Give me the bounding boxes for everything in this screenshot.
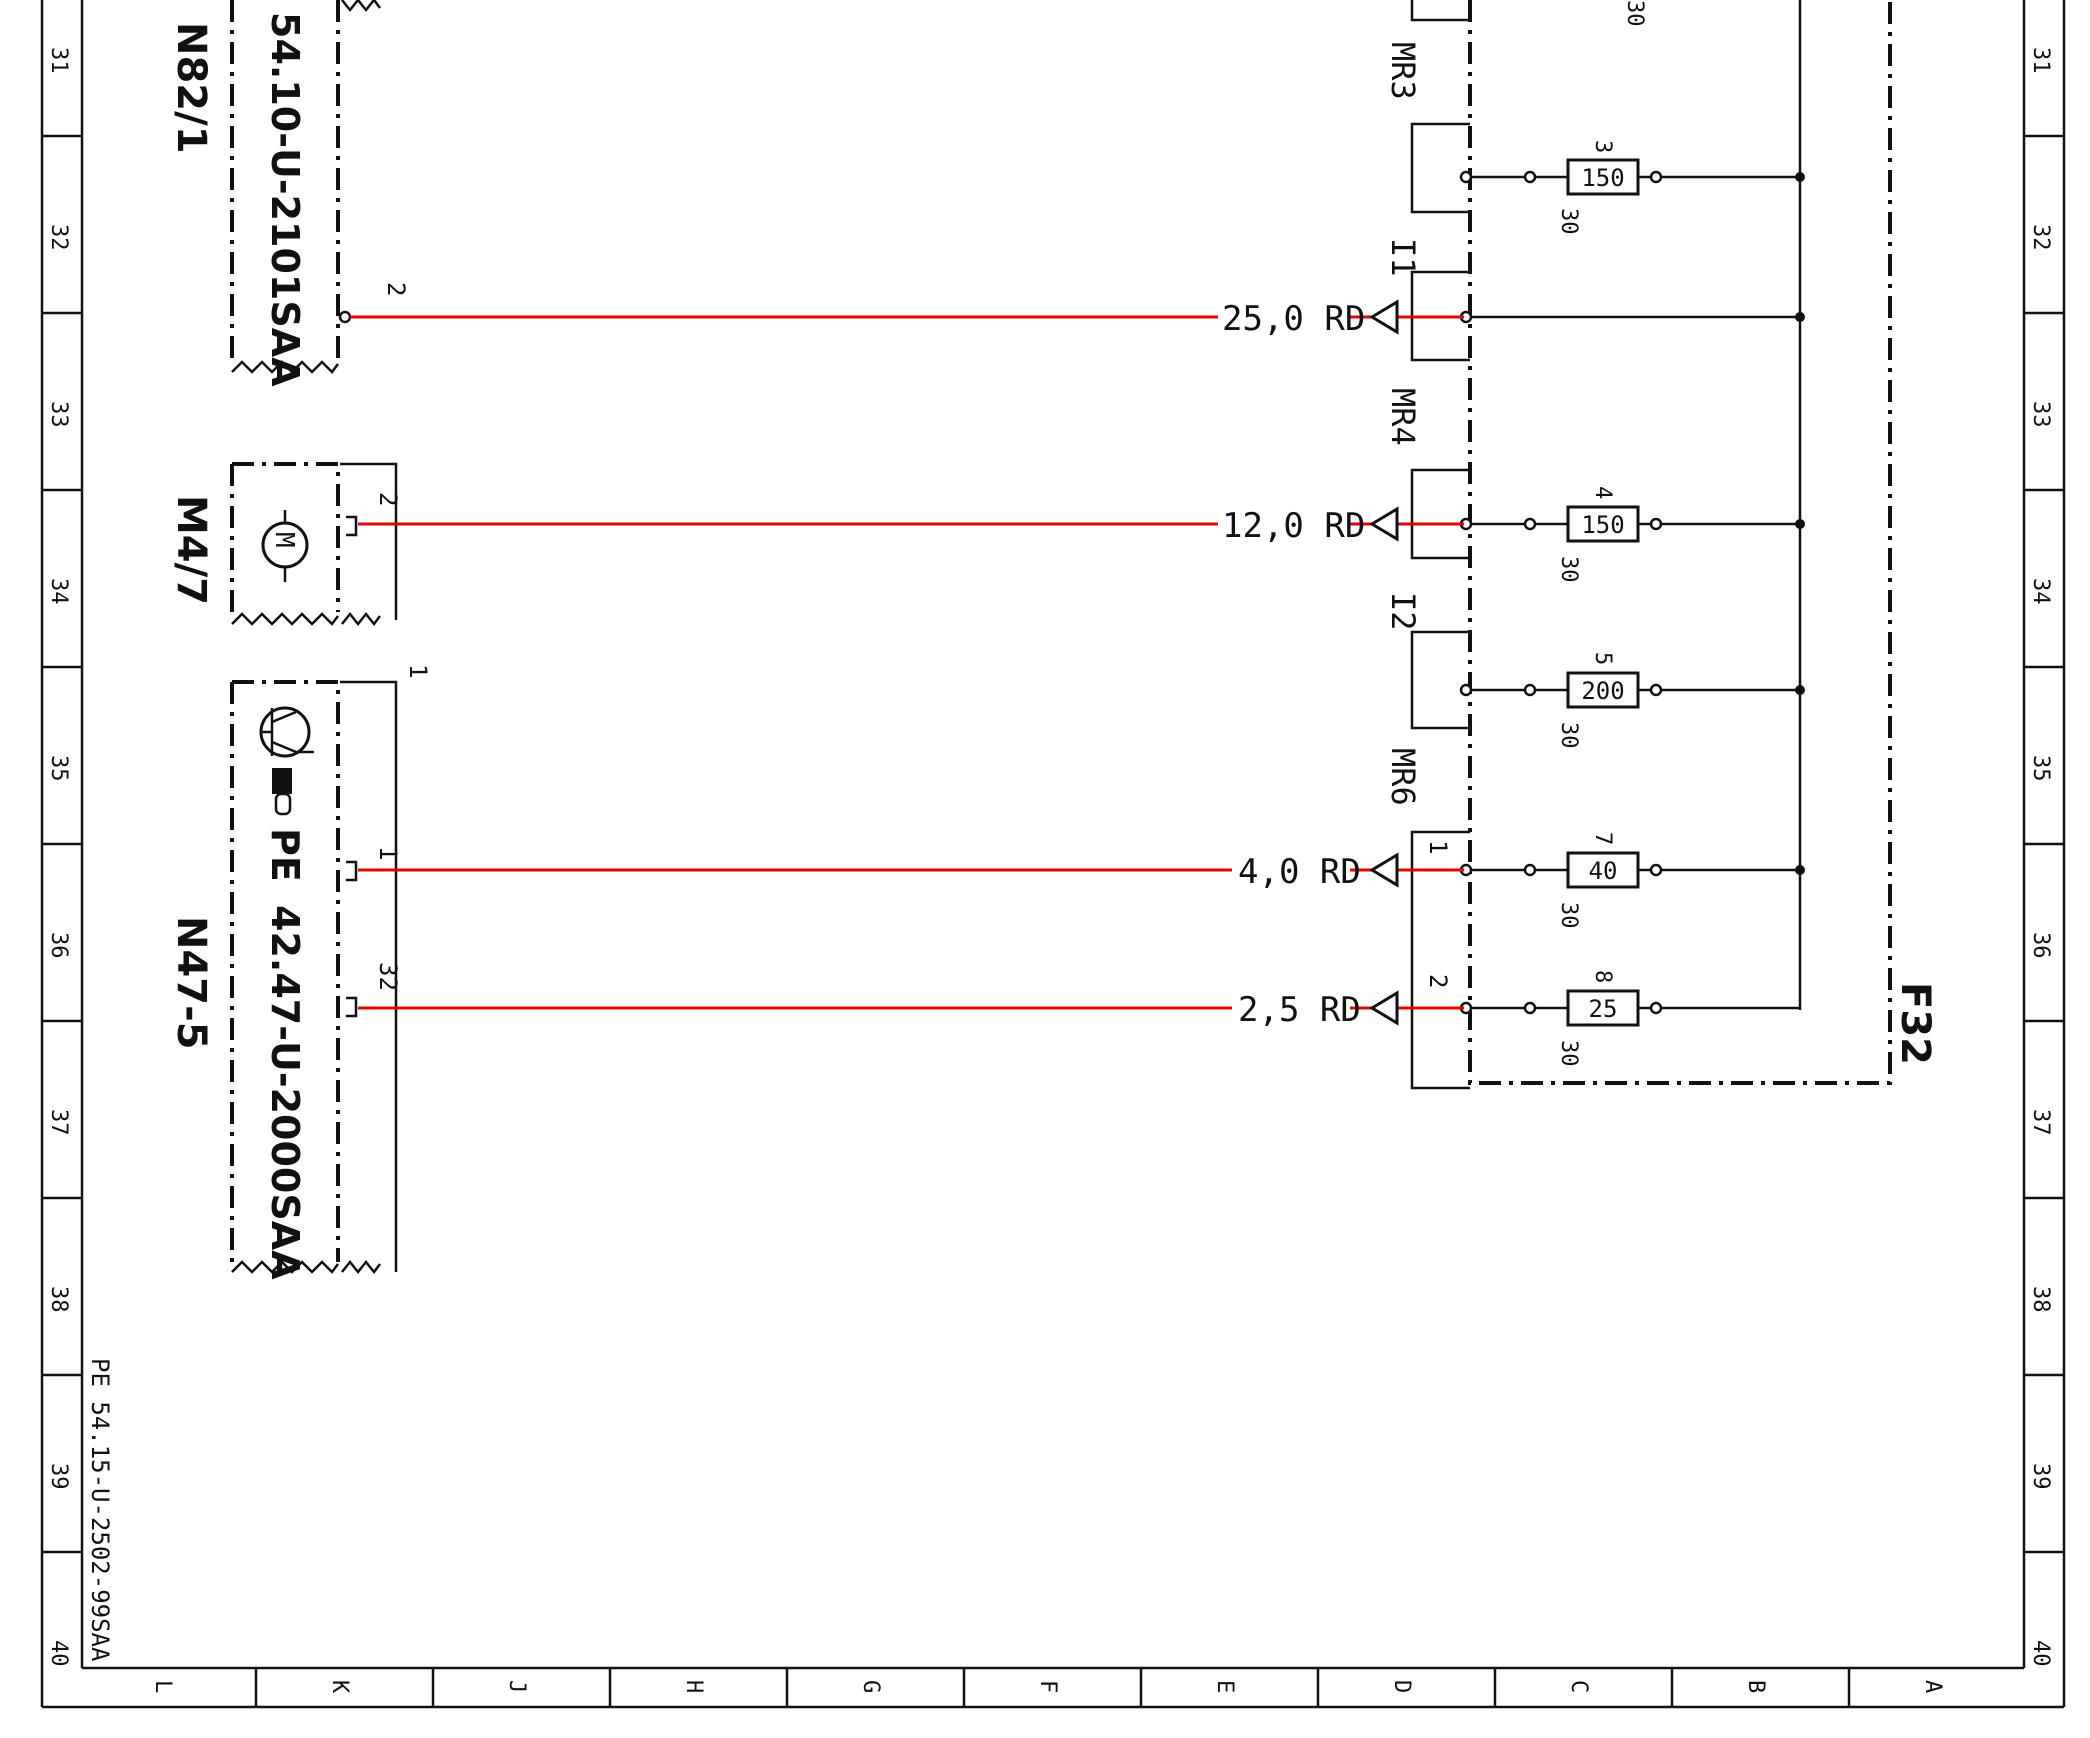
fuse-terminal: 30 [1556, 902, 1581, 929]
col-label: J [504, 1680, 529, 1693]
row-label: 32 [2028, 224, 2053, 251]
row-labels-left: 31 32 33 34 35 36 37 38 39 40 [46, 47, 71, 1667]
row-label: 33 [46, 401, 71, 428]
fuse-row[interactable]: 40 7 30 [1459, 832, 1805, 929]
row-label: 35 [2028, 755, 2053, 782]
fuse-number: 8 [1590, 970, 1615, 983]
pin-label: 32 [374, 962, 402, 991]
row-label: 36 [2028, 932, 2053, 959]
wire-label: 25,0 RD [1222, 299, 1365, 339]
col-label: F [1035, 1680, 1060, 1693]
fuse-terminal: 30 [1556, 1040, 1581, 1067]
component-n47-5[interactable]: 1 PE 42.47-U-2000SAA N47-5 1 32 [168, 664, 432, 1280]
component-part-number: 42.47-U-2000SAA [263, 905, 307, 1280]
row-label: 32 [46, 224, 71, 251]
col-label: B [1743, 1680, 1768, 1693]
row-label: 39 [46, 1463, 71, 1490]
pin-label: 2 [374, 492, 402, 506]
connector-arrow-icon [1369, 506, 1399, 542]
fuse-number: 3 [1590, 140, 1615, 153]
fuse-rating: 200 [1581, 677, 1624, 705]
connector-label: I2 [1384, 592, 1422, 631]
component-f32[interactable]: F32 30 MR3 I1 MR4 I2 MR6 1 2 150 3 30 [1384, 0, 1938, 1090]
fuse-rating: 150 [1581, 164, 1624, 192]
wire-4-0-rd[interactable]: 4,0 RD [358, 852, 1464, 892]
pin-label: 1 [404, 664, 432, 678]
connector-pin-label: 1 [1424, 840, 1452, 854]
fuse-row[interactable]: 150 4 30 [1459, 486, 1805, 583]
row-label: 37 [2028, 1109, 2053, 1136]
connector-label: I1 [1384, 238, 1422, 277]
row-label: 34 [46, 578, 71, 605]
connector-label: MR4 [1384, 388, 1422, 446]
row-label: 33 [2028, 401, 2053, 428]
column-labels: L K J H G F E D C B A [150, 1680, 1945, 1694]
component-n82-1[interactable]: N82/1 54.10-U-2101SAA 2 [168, 0, 410, 387]
row-label: 35 [46, 755, 71, 782]
connector-label: MR6 [1384, 748, 1422, 806]
connector-pin-label: 2 [1424, 974, 1452, 988]
component-prefix: PE [263, 828, 307, 882]
terminal-label: 30 [1622, 0, 1647, 27]
component-ref: N82/1 [168, 22, 214, 154]
connector-arrow-icon [1369, 852, 1399, 888]
connector-arrow-icon [1369, 299, 1399, 335]
fuse-rating: 150 [1581, 511, 1624, 539]
col-label: K [327, 1680, 352, 1694]
fuse-terminal: 30 [1556, 722, 1581, 749]
wire-label: 4,0 RD [1238, 852, 1361, 892]
row-label: 36 [46, 932, 71, 959]
col-label: E [1212, 1680, 1237, 1693]
wire-25-0-rd[interactable]: 25,0 RD [350, 299, 1464, 339]
row-labels-right: 31 32 33 34 35 36 37 38 39 40 [2028, 47, 2053, 1667]
row-label: 34 [2028, 578, 2053, 605]
row-label: 31 [46, 47, 71, 74]
row-label: 40 [46, 1640, 71, 1667]
col-label: H [681, 1680, 706, 1693]
component-ref: F32 [1892, 982, 1938, 1065]
fuse-number: 4 [1590, 486, 1615, 499]
i1-row [1459, 310, 1805, 324]
component-m4-7[interactable]: M M4/7 2 [168, 462, 402, 627]
pin-label: 2 [382, 282, 410, 296]
row-label: 31 [2028, 47, 2053, 74]
motor-symbol-label: M [269, 532, 299, 548]
drawing-number: PE 54.15-U-2502-99SAA [86, 1358, 114, 1662]
fuse-row[interactable]: 200 5 30 [1459, 652, 1805, 749]
wire-label: 2,5 RD [1238, 990, 1361, 1030]
fuse-row[interactable]: 25 8 30 [1459, 970, 1800, 1067]
connector-arrow-icon [1369, 990, 1399, 1026]
component-ref: N47-5 [168, 916, 214, 1050]
wire-2-5-rd[interactable]: 2,5 RD [358, 990, 1464, 1030]
row-label: 37 [46, 1109, 71, 1136]
pointing-hand-icon [272, 768, 292, 816]
col-label: G [858, 1680, 883, 1693]
wire-label: 12,0 RD [1222, 506, 1365, 546]
fuse-rating: 25 [1589, 995, 1618, 1023]
connector-label: MR3 [1384, 42, 1422, 100]
wire-12-0-rd[interactable]: 12,0 RD [358, 506, 1464, 546]
fuse-row[interactable]: 150 3 30 [1459, 140, 1805, 235]
col-label: A [1920, 1680, 1945, 1693]
fuse-terminal: 30 [1556, 208, 1581, 235]
col-label: C [1566, 1680, 1591, 1693]
row-label: 38 [46, 1286, 71, 1313]
component-part-number: 54.10-U-2101SAA [263, 12, 307, 387]
row-label: 39 [2028, 1463, 2053, 1490]
component-ref: M4/7 [168, 495, 214, 605]
fuse-number: 7 [1590, 832, 1615, 845]
col-label: D [1389, 1680, 1414, 1693]
fuse-rating: 40 [1589, 857, 1618, 885]
fuse-number: 5 [1590, 652, 1615, 665]
drawing-frame [40, 0, 2066, 1709]
row-label: 40 [2028, 1640, 2053, 1667]
row-label: 38 [2028, 1286, 2053, 1313]
pin-label: 1 [374, 846, 402, 860]
fuse-terminal: 30 [1556, 556, 1581, 583]
col-label: L [150, 1680, 175, 1693]
